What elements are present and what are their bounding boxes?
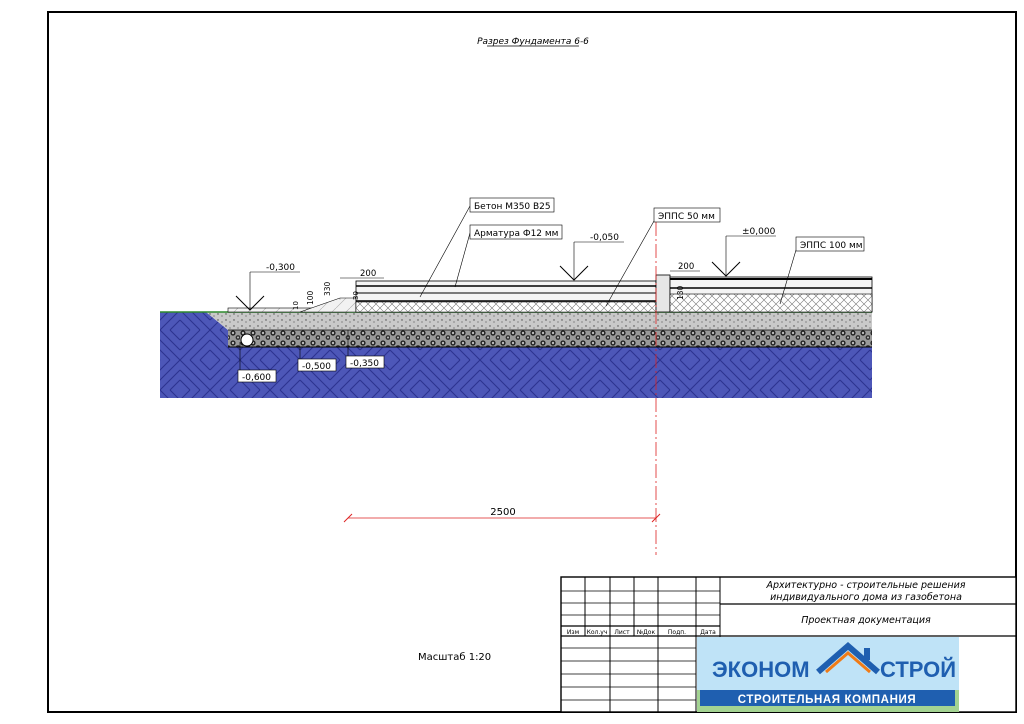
col-nodoc: №Док bbox=[637, 629, 656, 636]
project-title-line2: индивидуального дома из газобетона bbox=[770, 592, 962, 603]
drawing-title: Разрез Фундамента 6-6 bbox=[477, 37, 589, 47]
dim-200-left: 200 bbox=[360, 269, 376, 279]
level-0050: -0,050 bbox=[590, 233, 619, 243]
sand-layer bbox=[206, 312, 872, 330]
sheet-frame bbox=[47, 11, 1017, 713]
col-izm: Изм bbox=[567, 629, 579, 636]
level-0300: -0,300 bbox=[266, 263, 295, 273]
level-0500: -0,500 bbox=[302, 362, 331, 372]
level-0350: -0,350 bbox=[350, 359, 379, 369]
col-podp: Подп. bbox=[668, 629, 686, 636]
drain-pipe bbox=[240, 333, 254, 347]
foundation-section bbox=[160, 222, 873, 555]
epps-100-layer bbox=[669, 293, 873, 313]
callouts: Бетон М350 В25 Арматура Ф12 мм ЭППС 50 м… bbox=[419, 197, 865, 307]
callout-epps50: ЭППС 50 мм bbox=[658, 212, 715, 222]
dimension-2500: 2500 bbox=[343, 507, 661, 523]
epps-50-layer bbox=[355, 301, 657, 313]
scale-label: Масштаб 1:20 bbox=[418, 652, 491, 663]
doc-type: Проектная документация bbox=[801, 615, 931, 626]
dimension-2500-label: 2500 bbox=[490, 507, 515, 518]
company-logo: ЭКОНОМ СТРОЙ СТРОИТЕЛЬНАЯ КОМПАНИЯ bbox=[697, 637, 959, 712]
level-marks: -0,300 -0,050 ±0,000 -0,600 -0,500 -0,35… bbox=[235, 227, 776, 383]
callout-epps100: ЭППС 100 мм bbox=[800, 241, 863, 251]
level-0000: ±0,000 bbox=[742, 227, 776, 237]
col-list: Лист bbox=[614, 629, 630, 636]
logo-subtitle: СТРОИТЕЛЬНАЯ КОМПАНИЯ bbox=[738, 694, 916, 706]
level-0600: -0,600 bbox=[242, 373, 271, 383]
dim-200-right: 200 bbox=[678, 262, 694, 272]
dim-130: 130 bbox=[676, 285, 685, 300]
logo-word1: ЭКОНОМ bbox=[712, 657, 810, 682]
callout-rebar: Арматура Ф12 мм bbox=[474, 229, 558, 239]
house-roof-inner-icon bbox=[825, 651, 871, 674]
dim-100: 100 bbox=[306, 290, 315, 305]
small-dimensions: 200 200 330 100 130 30 10 bbox=[292, 262, 700, 310]
col-data: Дата bbox=[700, 629, 716, 636]
col-koluch: Кол.уч bbox=[587, 629, 608, 636]
dim-330: 330 bbox=[323, 281, 332, 296]
house-roof-icon bbox=[816, 642, 880, 675]
project-title-line1: Архитектурно - строительные решения bbox=[765, 580, 965, 591]
junction-wall bbox=[655, 274, 671, 313]
dim-30: 30 bbox=[352, 291, 360, 300]
dim-10: 10 bbox=[292, 301, 300, 310]
logo-word2: СТРОЙ bbox=[880, 657, 956, 682]
callout-concrete: Бетон М350 В25 bbox=[474, 202, 551, 212]
gravel-layer bbox=[228, 330, 872, 347]
